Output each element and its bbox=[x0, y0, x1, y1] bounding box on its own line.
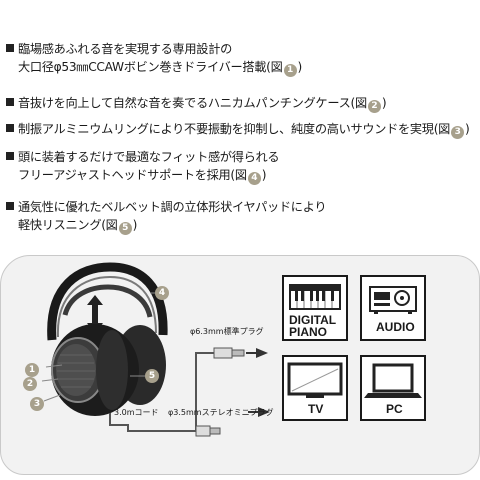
device-label-digital: DIGITAL bbox=[289, 313, 337, 327]
callout-badge-2: 2 bbox=[23, 377, 37, 391]
figure-number-badge: 4 bbox=[247, 171, 261, 185]
device-label-pc: PC bbox=[386, 402, 403, 416]
figure-number-badge: 1 bbox=[283, 63, 297, 77]
figure-number-badge: 5 bbox=[118, 221, 132, 235]
cord-label: 3.0mコード bbox=[114, 408, 159, 417]
headband-inner bbox=[56, 275, 157, 338]
feature-item-4: 頭に装着するだけで最適なフィット感が得られる フリーアジャストヘッドサポートを採… bbox=[6, 148, 280, 185]
callout-badge-4: 4 bbox=[155, 286, 169, 300]
figure-number-badge: 2 bbox=[367, 99, 381, 113]
adjust-arrow-icon bbox=[87, 295, 103, 333]
figure-number-badge: 3 bbox=[451, 125, 465, 139]
device-digital-piano: DIGITAL PIANO bbox=[282, 275, 348, 341]
laptop-icon bbox=[364, 363, 422, 398]
arrow-icon bbox=[258, 407, 270, 417]
cable-63 bbox=[195, 352, 214, 431]
honeycomb-case bbox=[56, 344, 96, 396]
plug-63-label: φ6.3mm標準プラグ bbox=[190, 327, 264, 336]
plug-35-label: φ3.5mmステレオミニプラグ bbox=[168, 408, 274, 417]
device-tv: TV bbox=[282, 355, 348, 421]
bullet-square bbox=[6, 202, 14, 210]
bullet-square bbox=[6, 98, 14, 106]
bullet-square bbox=[6, 44, 14, 52]
callout-badge-3: 3 bbox=[30, 397, 44, 411]
ear-pad bbox=[96, 330, 128, 410]
device-audio: AUDIO bbox=[360, 275, 426, 341]
head-support bbox=[62, 284, 153, 318]
tv-icon bbox=[287, 362, 343, 398]
plug-35-body bbox=[195, 425, 211, 437]
cable bbox=[109, 413, 196, 432]
keyboard-icon bbox=[289, 284, 341, 310]
headphone-illustration bbox=[41, 262, 270, 437]
device-label-tv: TV bbox=[308, 402, 324, 416]
callout-badge-1: 1 bbox=[25, 363, 39, 377]
callout-badge-5: 5 bbox=[145, 369, 159, 383]
arrow-icon bbox=[256, 348, 268, 358]
device-label-piano: PIANO bbox=[289, 325, 328, 339]
device-label-audio: AUDIO bbox=[376, 320, 415, 334]
amplifier-icon bbox=[369, 286, 417, 314]
bullet-square bbox=[6, 124, 14, 132]
plug-63-body bbox=[213, 347, 233, 359]
device-pc: PC bbox=[360, 355, 426, 421]
feature-item-1: 臨場感あふれる音を実現する専用設計の 大口径φ53㎜CCAWボビン巻きドライバー… bbox=[6, 40, 302, 77]
bullet-square bbox=[6, 152, 14, 160]
